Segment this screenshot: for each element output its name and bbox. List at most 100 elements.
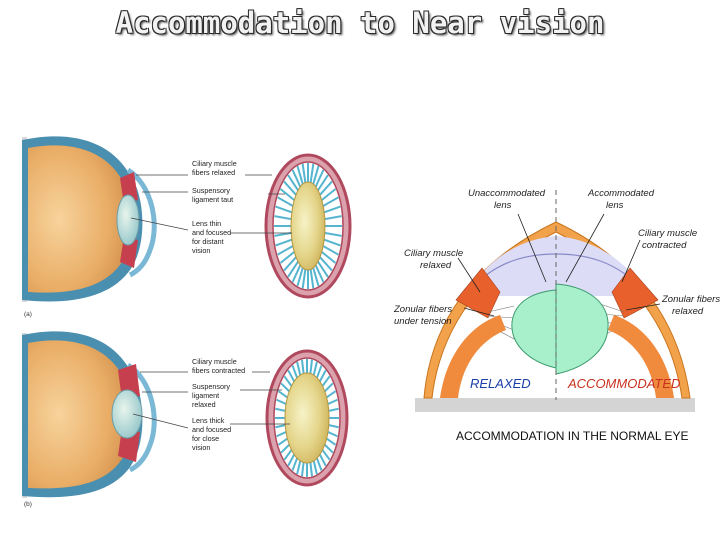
zonule-spoke [326, 430, 338, 438]
label-accommodated-2: lens [606, 200, 624, 211]
zonule-spoke [314, 169, 325, 189]
diagram-lower-band-left [440, 315, 506, 398]
zonule-spoke [277, 244, 295, 256]
diagram-lower-band-right [608, 315, 674, 398]
panel-a-label-suspensory-2: ligament taut [192, 195, 233, 204]
zonule-spoke [323, 231, 342, 237]
slide-title: Accommodation to Near vision [115, 6, 605, 40]
zonule-spoke [321, 244, 339, 256]
svg-text:Lens thick: Lens thick [192, 416, 225, 425]
zonule-spoke [277, 437, 289, 446]
zonule-spoke [287, 369, 296, 383]
zonule-spoke [321, 196, 339, 208]
svg-text:vision: vision [192, 443, 210, 452]
panel-b-label-lens-2: and focused [192, 425, 231, 434]
zonule-spoke [309, 461, 313, 477]
panel-a-tag: (a) [24, 311, 32, 318]
zonule-spoke [279, 250, 296, 264]
zonule-spoke [321, 448, 331, 461]
zonule-spoke [323, 382, 334, 393]
svg-text:Ciliary muscle: Ciliary muscle [192, 159, 237, 168]
panel-a-eye-lens [116, 194, 140, 246]
zonule-spoke [291, 169, 302, 189]
zonule-spoke [301, 163, 307, 184]
svg-text:Suspensory: Suspensory [192, 382, 230, 391]
zonule-spoke [316, 174, 329, 192]
panel-b-lens-ring [265, 349, 349, 487]
accommodation-diagram [415, 190, 695, 412]
diagram-accommodated-lens [555, 283, 609, 375]
zonule-spoke [314, 263, 325, 283]
zonule-spoke [323, 215, 342, 221]
zonule-spoke [312, 361, 318, 377]
zonule-spoke [277, 196, 295, 208]
zonule-spoke [318, 180, 333, 197]
panel-a-label-lens-4: vision [192, 246, 210, 255]
zonule-spoke [318, 255, 333, 272]
zonule-spoke [325, 437, 337, 446]
label-zonular-relaxed-1: Zonular fibers [661, 294, 720, 305]
label-zonular-tension-2: under tension [394, 316, 452, 327]
label-accommodated: ACCOMMODATED [567, 376, 680, 391]
zonule-spoke [276, 398, 288, 406]
zonule-spoke [327, 407, 339, 413]
svg-text:and focused: and focused [192, 228, 231, 237]
label-unaccommodated-2: lens [494, 200, 512, 211]
label-ciliary-contracted-1: Ciliary muscle [638, 228, 697, 239]
zonule-spoke [274, 215, 293, 221]
diagram-caption: ACCOMMODATION IN THE NORMAL EYE [456, 429, 688, 443]
panel-a-cornea [126, 167, 157, 278]
panel-b-label-ciliary-2: fibers contracted [192, 366, 245, 375]
panel-b-label-suspensory-3: relaxed [192, 400, 216, 409]
zonule-spoke [275, 407, 287, 413]
zonule-spoke [287, 260, 300, 278]
zonule-spoke [323, 443, 334, 454]
svg-text:vision: vision [192, 246, 210, 255]
svg-text:and focused: and focused [192, 425, 231, 434]
svg-text:Lens thin: Lens thin [192, 219, 221, 228]
panel-a-label-ciliary-1: Ciliary muscle [192, 159, 237, 168]
svg-text:ligament: ligament [192, 391, 219, 400]
zonule-spoke [311, 266, 320, 287]
svg-text:Suspensory: Suspensory [192, 186, 230, 195]
zonule-spoke [309, 268, 315, 289]
zonule-spoke [280, 443, 291, 454]
panel-b-label-suspensory-1: Suspensory [192, 382, 230, 391]
diagram-base-strip [415, 398, 695, 412]
panel-a-label-lens-1: Lens thin [192, 219, 221, 228]
zonule-spoke [309, 163, 315, 184]
panel-a-eyeball [28, 145, 132, 293]
panel-b-labels: Ciliary muscle fibers contracted Suspens… [132, 357, 290, 452]
zonule-spoke [301, 461, 305, 477]
panel-a-thin-lens [290, 181, 326, 271]
zonule-spoke [322, 205, 341, 214]
zonule-spoke [320, 188, 337, 202]
zonule-spoke [283, 375, 293, 388]
zonule-spoke [291, 456, 299, 471]
zonule-spoke [291, 365, 299, 380]
panel-a-label-lens-2: and focused [192, 228, 231, 237]
zonule-spoke [311, 165, 320, 186]
zonule-spoke [296, 361, 302, 377]
zonule-spoke [318, 369, 327, 383]
panel-a-lens-ring [264, 153, 352, 299]
label-accommodated-1: Accommodated [587, 188, 655, 199]
panel-b-label-lens-4: vision [192, 443, 210, 452]
zonule-spoke [315, 365, 323, 380]
label-ciliary-relaxed-2: relaxed [420, 260, 452, 271]
zonule-spoke [327, 423, 339, 429]
label-relaxed: RELAXED [470, 376, 531, 391]
panel-b-label-suspensory-2: ligament [192, 391, 219, 400]
panel-a-labels: Ciliary muscle fibers relaxed Suspensory… [130, 159, 292, 255]
zonule-spoke [296, 459, 302, 475]
panel-b-eye-lens [111, 389, 143, 439]
panel-b-cornea [126, 362, 157, 473]
panel-a-label-lens-3: for distant [192, 237, 224, 246]
zonule-spoke [322, 238, 341, 247]
panel-a-label-ciliary-2: fibers relaxed [192, 168, 235, 177]
zonule-spoke [312, 459, 318, 475]
zonule-spoke [316, 260, 329, 278]
zonule-spoke [280, 382, 291, 393]
panel-b-tag: (b) [24, 501, 32, 508]
